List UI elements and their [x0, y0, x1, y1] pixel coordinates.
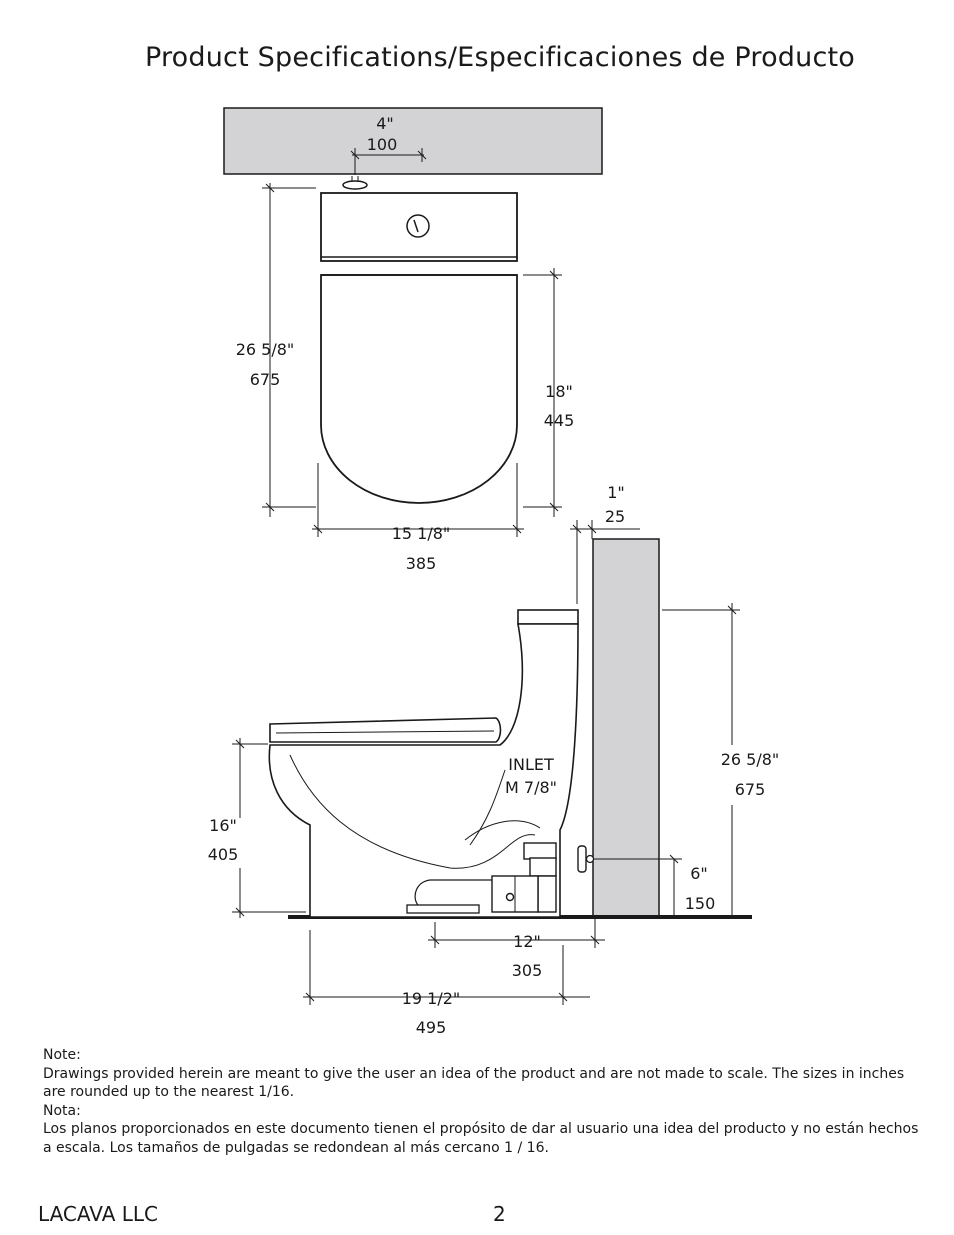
width-in: 15 1/8": [392, 524, 451, 543]
inlet-height-in: 6": [690, 864, 708, 883]
height-mm: 675: [735, 780, 766, 799]
supply-width-in: 4": [376, 114, 394, 133]
supply-fitting-icon: [342, 180, 368, 190]
seat-height-mm: 405: [208, 845, 239, 864]
note-label: Note:: [43, 1047, 81, 1063]
width-mm: 385: [406, 554, 437, 573]
nota-label: Nota:: [43, 1102, 81, 1119]
tank-top-view: [320, 192, 518, 262]
seat-lid: [269, 717, 502, 743]
footer-company: LACAVA LLC: [38, 1202, 158, 1226]
bowl-length-in: 18": [545, 382, 573, 401]
note-text: Drawings provided herein are meant to gi…: [43, 1065, 905, 1101]
flush-button-icon: [406, 214, 430, 238]
rough-in-in: 12": [513, 932, 541, 951]
overall-depth-in: 26 5/8": [236, 340, 295, 359]
notes-section: Note: Drawings provided herein are meant…: [43, 1046, 923, 1157]
page-title: Product Specifications/Especificaciones …: [144, 42, 856, 73]
wall-side-view: [592, 538, 660, 918]
nota-text: Los planos proporcionados en este docume…: [43, 1121, 919, 1156]
bowl-top-view: [320, 274, 518, 504]
inlet-size: M 7/8": [505, 778, 557, 797]
height-in: 26 5/8": [721, 750, 780, 769]
seat-height-in: 16": [209, 816, 237, 835]
page-number: 2: [493, 1202, 506, 1226]
base-length-in: 19 1/2": [402, 989, 461, 1008]
wall-top-view: [223, 107, 603, 175]
wall-gap-mm: 25: [605, 507, 625, 526]
wall-gap-in: 1": [607, 483, 625, 502]
rough-in-mm: 305: [512, 961, 543, 980]
inlet-height-mm: 150: [685, 894, 716, 913]
toilet-side-profile: [268, 623, 579, 918]
overall-depth-mm: 675: [250, 370, 281, 389]
supply-width-mm: 100: [367, 135, 398, 154]
base-length-mm: 495: [416, 1018, 447, 1037]
inlet-label: INLET: [508, 755, 554, 774]
bowl-length-mm: 445: [544, 411, 575, 430]
